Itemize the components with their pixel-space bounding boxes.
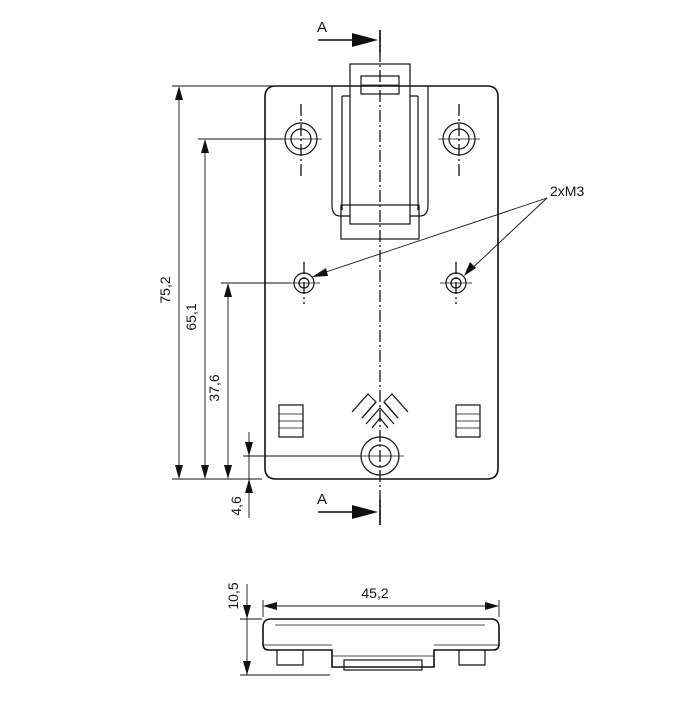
section-marker-bottom: A (317, 491, 381, 525)
slot-right (455, 404, 481, 438)
dimension-width: 45,2 (262, 585, 500, 617)
thread-callout: 2xM3 (312, 183, 584, 277)
dimension-bottom-hole-text: 4,6 (228, 496, 244, 516)
section-label-bottom: A (317, 491, 327, 508)
dimension-lower-holes: 37,6 (206, 282, 290, 479)
front-view (264, 30, 499, 525)
plate-outline (264, 85, 499, 480)
dimension-side-height: 10,5 (225, 582, 330, 676)
upper-hole-left (280, 104, 322, 176)
dimension-upper-holes: 65,1 (183, 138, 283, 479)
section-label-top: A (317, 19, 327, 36)
m3-hole-left (288, 262, 320, 304)
thread-callout-text: 2xM3 (550, 183, 584, 199)
dimension-lower-holes-text: 37,6 (206, 374, 222, 401)
slot-left (278, 404, 304, 438)
dimension-total-height-text: 75,2 (157, 276, 173, 303)
m3-hole-right (440, 262, 472, 304)
upper-hole-right (438, 104, 480, 176)
dimension-total-height: 75,2 (157, 85, 272, 480)
section-marker-top: A (317, 19, 381, 52)
latch (331, 63, 429, 240)
dimension-upper-holes-text: 65,1 (183, 303, 199, 330)
dimension-bottom-hole: 4,6 (228, 432, 360, 518)
side-view: 45,2 10,5 (225, 582, 500, 676)
side-profile (262, 618, 500, 668)
dimension-side-height-text: 10,5 (225, 582, 241, 609)
dimension-width-text: 45,2 (361, 585, 388, 601)
